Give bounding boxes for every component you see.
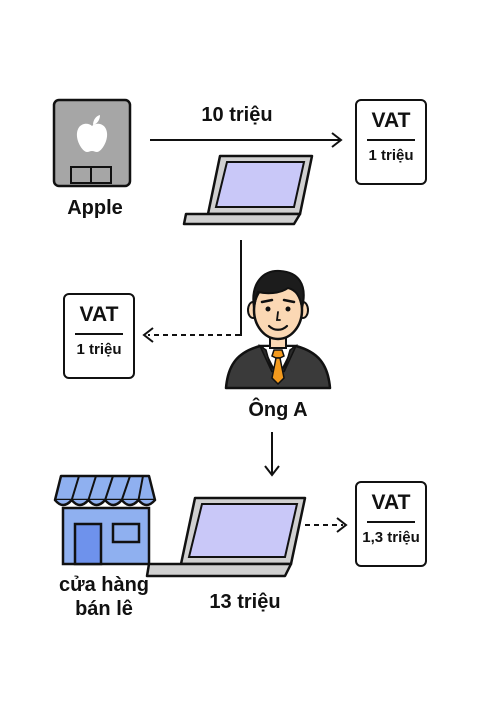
- laptop-icon: [182, 154, 314, 226]
- vat-card-1: VAT 1 triệu: [355, 99, 427, 185]
- vat-card-3-title: VAT: [371, 491, 411, 514]
- arrow-person-to-laptop: [264, 432, 280, 477]
- dashed-arrow-to-vat-3: [305, 517, 348, 533]
- arrow-apple-to-vat: [150, 132, 343, 148]
- vat-card-3-amount: 1,3 triệu: [362, 529, 420, 546]
- edge-label-13-trieu: 13 triệu: [209, 591, 281, 613]
- vat-card-1-amount: 1 triệu: [368, 147, 414, 164]
- connector-laptop-to-person: [240, 240, 242, 336]
- vat-card-3: VAT 1,3 triệu: [355, 481, 427, 567]
- vat-card-1-title: VAT: [371, 109, 411, 132]
- vat-card-2: VAT 1 triệu: [63, 293, 135, 379]
- vat-card-2-divider: [75, 333, 123, 335]
- vat-card-2-amount: 1 triệu: [76, 341, 122, 358]
- store-label-line-1: cửa hàng: [58, 574, 150, 596]
- businessman-icon: [224, 269, 332, 390]
- store-icon: [53, 474, 157, 566]
- store-label-line-2: bán lê: [75, 598, 133, 620]
- person-label: Ông A: [248, 399, 308, 421]
- vat-card-2-title: VAT: [79, 303, 119, 326]
- apple-box-icon: [52, 98, 132, 188]
- laptop-icon-2: [145, 496, 307, 578]
- vat-card-3-divider: [367, 521, 415, 523]
- vat-card-1-divider: [367, 139, 415, 141]
- dashed-arrow-to-vat-2: [142, 327, 240, 343]
- apple-label: Apple: [67, 197, 123, 219]
- edge-label-10-trieu: 10 triệu: [201, 104, 273, 126]
